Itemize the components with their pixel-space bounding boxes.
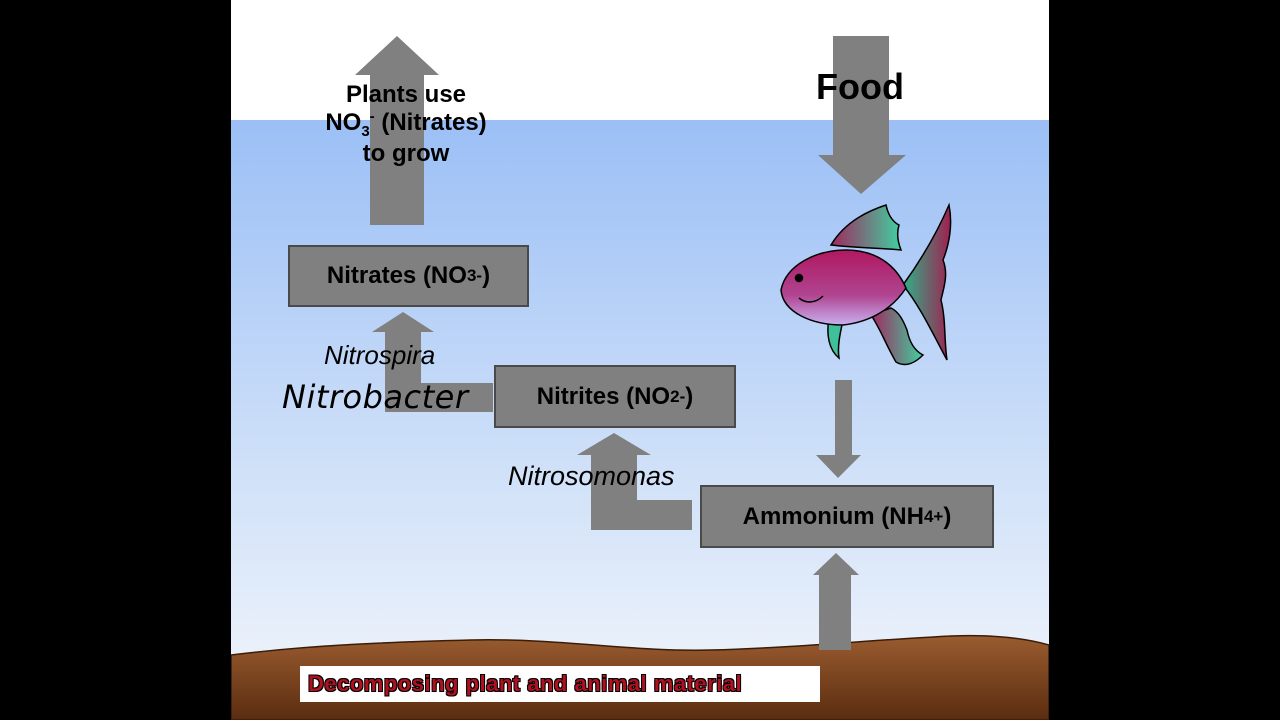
pelvic-fin (827, 317, 844, 360)
decomposing-material-label: Decomposing plant and animal material (300, 666, 820, 702)
food-label: Food (816, 66, 904, 107)
diagram-slide: Plants use NO3- (Nitrates) to grow Food … (231, 0, 1049, 720)
nitrobacter-label: Nitrobacter (282, 378, 469, 416)
fish-eye (794, 273, 804, 283)
fish-body (780, 249, 907, 326)
plants-line-1: Plants use (345, 81, 467, 108)
tail-fin (902, 202, 952, 361)
sky (231, 0, 1049, 120)
arrow-up-plants (355, 36, 439, 225)
fish (780, 202, 952, 366)
plants-line-2: NO3- (Nitrates) (325, 108, 487, 140)
arrows (355, 36, 906, 650)
fish-mouth (798, 295, 824, 303)
nitrospira-label: Nitrospira (324, 340, 436, 370)
lower-fin (869, 307, 925, 366)
arrow-nitrites-to-nitrates (372, 312, 493, 412)
arrow-down-fish (816, 380, 861, 478)
arrow-up-decomp (813, 553, 859, 650)
plants-use-nitrates-text: Plants use NO3- (Nitrates) to grow (291, 81, 521, 167)
dorsal-fin (829, 204, 903, 251)
arrow-down-food (818, 36, 906, 194)
arrow-ammonium-to-nitrites (577, 433, 692, 530)
plants-line-3: to grow (362, 139, 450, 167)
nitrosomonas-label: Nitrosomonas (508, 461, 675, 491)
